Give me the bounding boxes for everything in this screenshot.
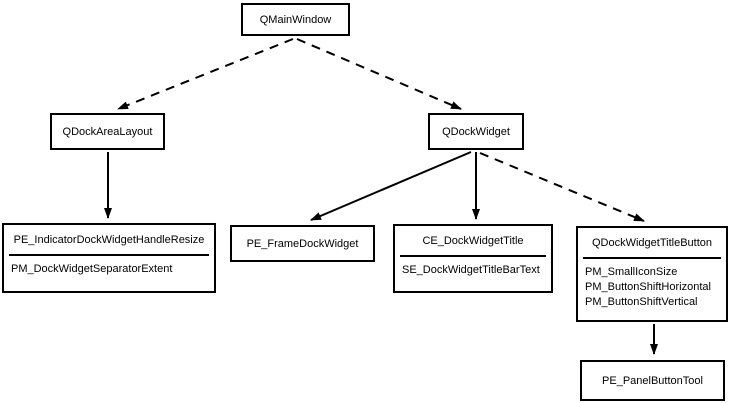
- record-member: PM_ButtonShiftHorizontal: [585, 281, 711, 293]
- node-qmainwindow: QMainWindow: [241, 3, 350, 36]
- compartment-divider: [583, 257, 721, 259]
- compartment-divider: [400, 255, 546, 257]
- node-dock-title-record: CE_DockWidgetTitle SE_DockWidgetTitleBar…: [393, 224, 553, 293]
- node-label: QMainWindow: [259, 13, 332, 26]
- record-member: SE_DockWidgetTitleBarText: [402, 264, 540, 276]
- edge-qdockwidget-to-title-button-record: [479, 152, 645, 222]
- node-dock-handle-record: PE_IndicatorDockWidgetHandleResize PM_Do…: [2, 223, 216, 293]
- node-label: PE_PanelButtonTool: [602, 374, 703, 387]
- node-pe-panelbuttontool: PE_PanelButtonTool: [580, 360, 725, 401]
- record-title: PE_IndicatorDockWidgetHandleResize: [13, 234, 205, 246]
- record-title: CE_DockWidgetTitle: [422, 235, 524, 247]
- node-label: QDockWidget: [442, 125, 510, 138]
- record-member: PM_ButtonShiftVertical: [585, 296, 698, 308]
- compartment-divider: [9, 254, 209, 256]
- node-qdockwidget: QDockWidget: [428, 113, 524, 150]
- node-label: QDockAreaLayout: [62, 125, 153, 138]
- record-member: PM_SmallIconSize: [585, 266, 678, 278]
- edge-qmainwindow-to-qdockarealayout: [117, 38, 294, 110]
- node-label: PE_FrameDockWidget: [246, 237, 359, 250]
- record-title: QDockWidgetTitleButton: [591, 237, 713, 249]
- edge-qmainwindow-to-qdockwidget: [296, 38, 462, 110]
- record-member: PM_DockWidgetSeparatorExtent: [11, 263, 173, 275]
- node-pe-framedockwidget: PE_FrameDockWidget: [230, 225, 375, 262]
- edge-qdockwidget-to-pe-framedockwidget: [310, 151, 472, 221]
- node-qdockarealayout: QDockAreaLayout: [50, 113, 165, 150]
- node-title-button-record: QDockWidgetTitleButton PM_SmallIconSize …: [576, 226, 728, 322]
